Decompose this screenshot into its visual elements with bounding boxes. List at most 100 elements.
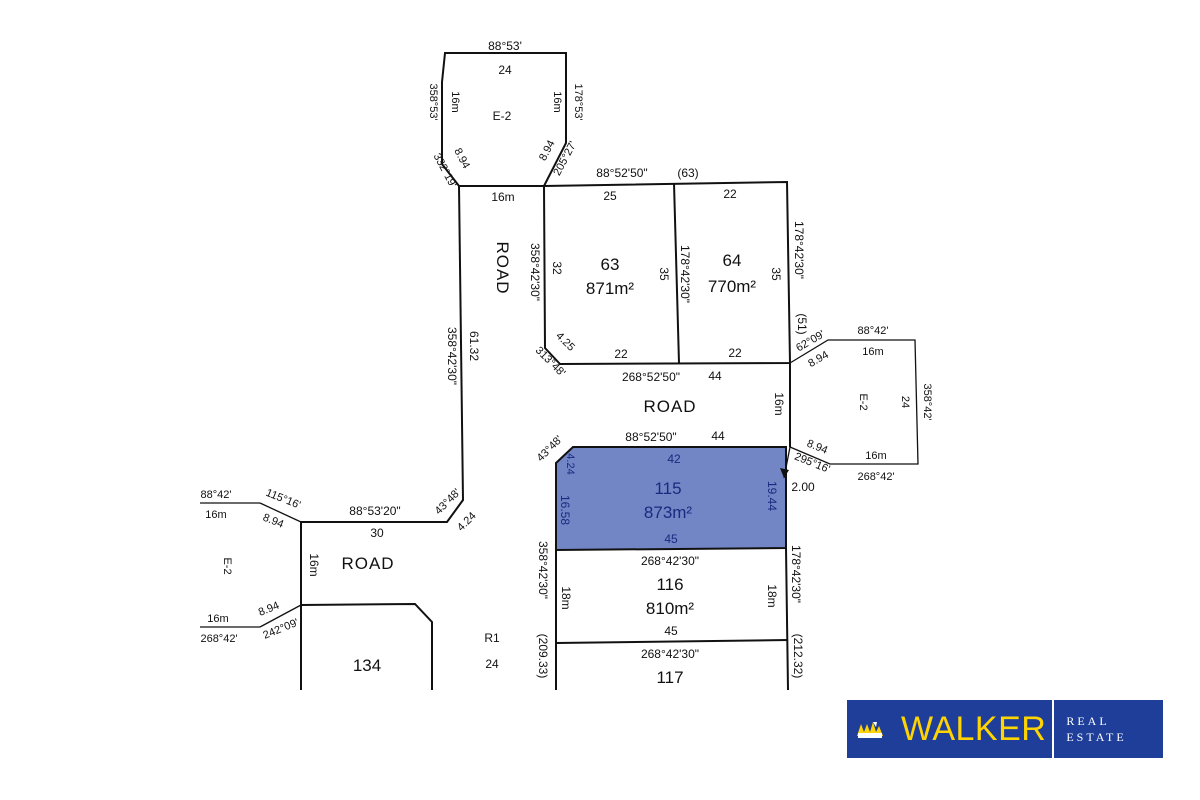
label-left-ref: (209.33) xyxy=(536,634,550,679)
label-road-lower-corner-bearing: 43°48' xyxy=(433,487,463,517)
label-zoning: R1 xyxy=(484,631,500,645)
label-e2-right-name: E-2 xyxy=(857,393,869,410)
label-e2-left-bottom-len: 16m xyxy=(207,613,228,625)
label-road-middle-width: 16m xyxy=(772,392,786,415)
label-lot63-top-len: 25 xyxy=(603,189,617,203)
label-lot116-area: 810m² xyxy=(646,599,695,618)
e2-left-top-corner xyxy=(259,502,302,523)
label-lot115-top-bearing: 88°52'50" xyxy=(625,430,676,444)
label-e2-top-left-len: 16m xyxy=(449,91,461,112)
label-road-vertical: ROAD xyxy=(493,241,512,294)
label-lots-bottom-bearing: 268°52'50" xyxy=(622,370,680,384)
label-lot116-left-len: 18m xyxy=(559,586,573,609)
label-lot63-left-len: 32 xyxy=(550,261,564,275)
label-lot63-left-bearing: 358°42'30" xyxy=(528,243,542,301)
label-e2-top-right-len: 16m xyxy=(551,91,563,112)
label-lot63-bottom-len: 22 xyxy=(614,347,628,361)
label-e2-right-top-bearing: 88°42' xyxy=(858,325,889,337)
label-lot64-area: 770m² xyxy=(708,277,757,296)
label-e2-left-bc-len: 8.94 xyxy=(257,600,281,619)
label-e2-left-bc-bearing: 242°09' xyxy=(261,617,300,642)
label-lot115-num: 115 xyxy=(654,479,681,498)
label-lot115-inner-top: 42 xyxy=(667,452,681,466)
logo-name: WALKER xyxy=(901,709,1047,748)
label-lot63-corner-len: 4.25 xyxy=(553,330,577,354)
label-lot64-bottom-len: 22 xyxy=(728,346,742,360)
label-e2-top-lc-len: 8.94 xyxy=(451,146,472,171)
label-road-top-width: 16m xyxy=(491,190,514,204)
e2-top-boundary xyxy=(441,52,567,187)
label-e2-top-bearing: 88°53' xyxy=(488,39,522,53)
label-lot64-num: 64 xyxy=(723,251,742,270)
label-lot116-right-bearing: 178°42'30" xyxy=(789,545,803,603)
label-lot116-left-bearing: 358°42'30" xyxy=(536,541,550,599)
label-e2-left-top-bearing: 88°42' xyxy=(201,489,232,501)
label-lot63-num: 63 xyxy=(601,255,620,274)
label-road-middle: ROAD xyxy=(643,397,696,416)
label-lot115-right-len: 19.44 xyxy=(765,481,779,511)
label-lot115-left-len: 16.58 xyxy=(558,495,572,525)
lot-63-64-divider xyxy=(673,182,680,364)
label-e2-right-top-len: 16m xyxy=(862,346,883,358)
e2-right-boundary xyxy=(789,339,919,465)
label-lot116-bottom-len: 45 xyxy=(664,624,678,638)
label-lot115-top-len: 44 xyxy=(711,429,725,443)
label-lot116-right-len: 18m xyxy=(765,584,779,607)
logo-subtitle: REAL ESTATE xyxy=(1054,700,1126,758)
road-left-edge xyxy=(300,185,465,690)
label-road-lower-len: 30 xyxy=(370,526,384,540)
label-lot115-area: 873m² xyxy=(644,503,693,522)
logo-separator xyxy=(1052,700,1055,758)
lots-63-64-boundary xyxy=(543,180,792,366)
lot-116-right xyxy=(785,547,789,691)
label-road-lower-bearing: 88°53'20" xyxy=(349,504,400,518)
label-lot115-bottom-len: 45 xyxy=(664,532,678,546)
lot-115-highlight[interactable] xyxy=(555,446,787,552)
label-road-left-bearing: 358°42'30" xyxy=(445,327,459,385)
label-e2-top-rc-len: 8.94 xyxy=(537,138,558,163)
label-lot116-num: 116 xyxy=(656,575,683,594)
label-lot115-offset: 2.00 xyxy=(791,480,815,494)
label-road-left-len: 61.32 xyxy=(467,331,481,361)
label-lot63-64-div-len: 35 xyxy=(657,267,671,281)
label-lot116-top-bearing: 268°42'30" xyxy=(641,554,699,568)
label-road-lower: ROAD xyxy=(341,554,394,573)
label-e2-right-side-len: 24 xyxy=(899,396,911,408)
label-lot63-64-top-ref: (63) xyxy=(677,166,698,180)
label-lot63-area: 871m² xyxy=(586,279,635,298)
walker-real-estate-logo[interactable]: WALKER REAL ESTATE xyxy=(847,700,1163,758)
label-lot64-top-len: 22 xyxy=(723,187,737,201)
label-lot64-right-ref: (51) xyxy=(795,313,809,334)
label-e2-right-bc-len: 8.94 xyxy=(805,438,829,457)
label-road-lower-width: 16m xyxy=(307,553,321,576)
lot-116-117-divider xyxy=(555,639,789,644)
label-e2-right-bottom-bearing: 268°42' xyxy=(857,471,894,483)
label-lot64-right-bearing: 178°42'30" xyxy=(792,221,806,279)
label-lot64-right-len: 35 xyxy=(769,267,783,281)
label-lot115-corner-len: 4.24 xyxy=(564,453,576,474)
walker-logo-mark-icon xyxy=(847,700,893,758)
label-right-ref: (212.32) xyxy=(791,634,805,679)
label-lots-bottom-len: 44 xyxy=(708,369,722,383)
label-lot63-64-top-bearing: 88°52'50" xyxy=(596,166,647,180)
label-zoning-num: 24 xyxy=(485,657,499,671)
label-road-lower-corner-len: 4.24 xyxy=(455,510,479,534)
label-e2-right-bottom-len: 16m xyxy=(865,450,886,462)
label-e2-top-right-bearing: 178°53' xyxy=(572,83,584,120)
label-lot63-corner-bearing: 313°48' xyxy=(533,345,568,380)
label-lot63-64-div-bearing: 178°42'30" xyxy=(678,245,692,303)
logo-sub-line2: ESTATE xyxy=(1066,730,1127,744)
label-e2-left-top-len: 16m xyxy=(205,509,226,521)
label-e2-right-side-bearing: 358°42' xyxy=(921,383,933,420)
label-lot117-top-bearing: 268°42'30" xyxy=(641,647,699,661)
logo-sub-line1: REAL xyxy=(1066,714,1110,728)
label-e2-left-bottom-bearing: 268°42' xyxy=(200,633,237,645)
label-e2-right-corner-len: 8.94 xyxy=(806,349,831,370)
label-e2-top-name: E-2 xyxy=(493,109,512,123)
label-e2-top-left-bearing: 358°53' xyxy=(427,83,439,120)
lot-134-boundary xyxy=(300,602,433,690)
e2-left-bottom-corner xyxy=(259,604,302,628)
offset-arrow-head xyxy=(780,468,789,478)
label-e2-left-name: E-2 xyxy=(221,557,233,574)
